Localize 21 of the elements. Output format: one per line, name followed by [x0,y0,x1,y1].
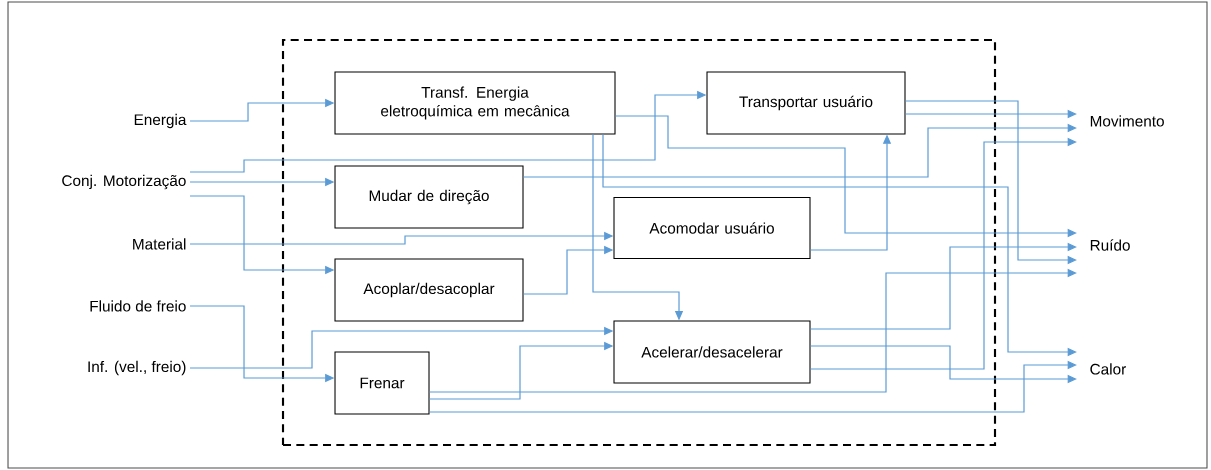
function-box: Acelerar/desacelerar [613,320,811,384]
arrow [522,123,1077,178]
function-box: Frenar [334,351,430,415]
function-box: Transportar usuário [706,71,906,135]
arrow [809,242,1077,330]
input-label: Inf. (vel., freio) [88,360,186,376]
input-label: Material [133,238,186,250]
function-box: Acomodar usuário [613,196,811,260]
arrow [809,137,1077,370]
arrow [428,268,1077,393]
function-box: Transf. Energia eletroquímica em mecânica [334,71,616,135]
arrow [428,360,1077,413]
function-box: Mudar de direção [334,165,524,229]
input-label: Fluido de freio [90,300,186,312]
function-box: Acoplar/desacoplar [334,258,524,322]
output-label: Ruído [1090,239,1130,251]
system-boundary [281,38,997,447]
input-label: Energia [134,113,187,129]
output-label: Calor [1090,363,1126,375]
input-label: Conj. Motorização [62,174,186,190]
output-label: Movimento [1090,115,1164,127]
